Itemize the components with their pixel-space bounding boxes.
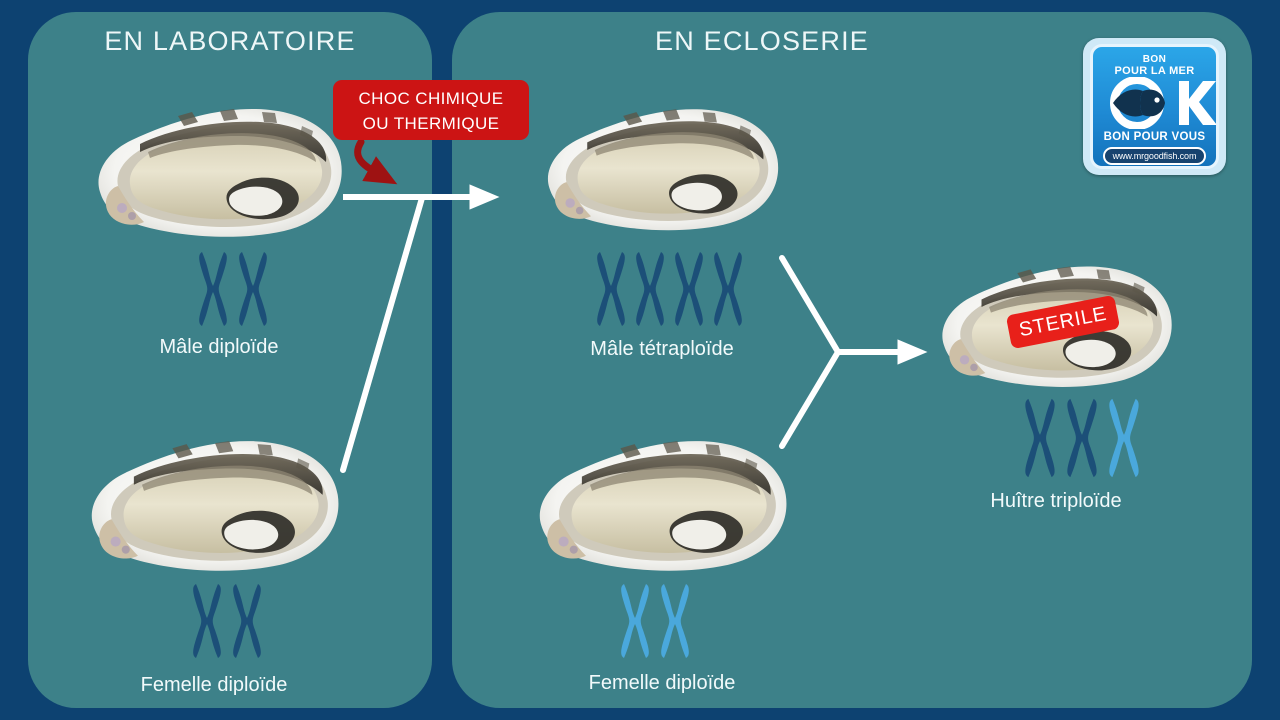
chromosome-dark [239,252,267,326]
logo-url: www.mrgoodfish.com [1103,147,1206,165]
chromosome-dark [193,584,221,658]
chromosome-dark [199,252,227,326]
chromosome-group-male-diploide [196,250,270,328]
oyster-image-male-tetraploide [538,100,786,234]
chromosome-light [1109,398,1139,478]
caption-femelle-diploide-lab: Femelle diploïde [140,674,288,696]
callout-choc-chimique: CHOC CHIMIQUE OU THERMIQUE [333,80,529,140]
chromosome-dark [233,584,261,658]
logo-inner-panel: BON POUR LA MER BON POUR VOUS www.mrgood… [1090,44,1219,169]
chromosome-group-femelle-diploide-hatch [618,582,692,660]
chromosome-light [621,584,649,658]
panel-title-ecloserie: EN ECLOSERIE [655,26,869,56]
oyster-image-femelle-diploide-hatch [528,432,796,574]
callout-line-1: CHOC CHIMIQUE [358,89,504,108]
chromosome-dark [597,252,625,326]
oyster-image-male-diploide [88,100,350,240]
logo-text-bon-pour-vous: BON POUR VOUS [1103,131,1206,143]
mrgoodfish-logo: BON POUR LA MER BON POUR VOUS www.mrgood… [1083,38,1226,175]
chromosome-dark [714,252,742,326]
caption-male-diploide: Mâle diploïde [159,336,279,358]
caption-male-tetraploide: Mâle tétraploïde [590,338,734,360]
logo-ok-fish-icon [1110,77,1216,129]
caption-huitre-triploide: Huître triploïde [990,490,1122,512]
oyster-image-femelle-diploide-lab [80,432,348,574]
chromosome-light [661,584,689,658]
callout-line-2: OU THERMIQUE [362,114,500,133]
chromosome-dark [675,252,703,326]
panel-title-laboratoire: EN LABORATOIRE [104,26,356,56]
logo-text-pour-la-mer: POUR LA MER [1114,65,1195,77]
caption-femelle-diploide-hatch: Femelle diploïde [588,672,736,694]
chromosome-dark [1025,398,1055,478]
logo-text-bon: BON [1142,54,1167,65]
chromosome-group-femelle-diploide-lab [190,582,264,660]
chromosome-group-male-tetraploide [594,248,745,330]
chromosome-group-huitre-triploide [1022,396,1142,480]
chromosome-dark [1067,398,1097,478]
chromosome-dark [636,252,664,326]
